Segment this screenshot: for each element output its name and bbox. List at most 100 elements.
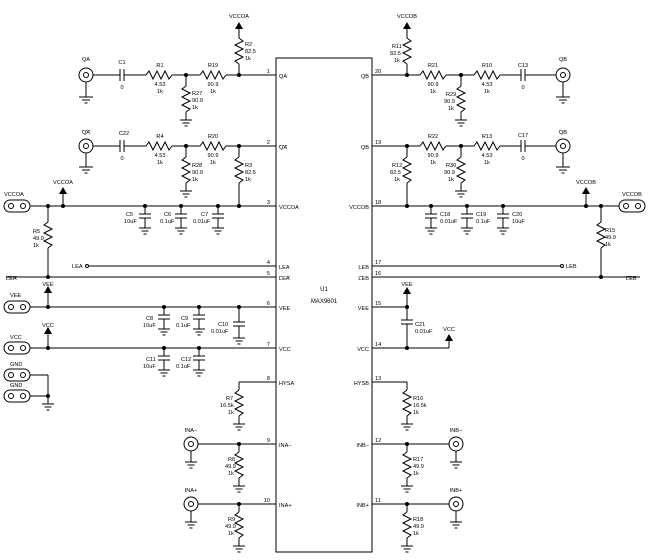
r21-tol: 1k <box>430 89 436 95</box>
r13-tol: 1k <box>484 160 490 166</box>
ina-plus-connector-label: INA+ <box>185 488 198 494</box>
gnd1-connector-label: GND <box>10 362 22 368</box>
inb-minus-network: INB− R17 49.9 1k <box>372 428 464 493</box>
r16-tol: 1k <box>413 410 419 416</box>
vcc-connector-label: VCC <box>10 335 22 341</box>
c6-ref: C6 <box>164 212 171 218</box>
vee-rail-label-right: VEE <box>401 282 412 288</box>
r5-value: 49.9 <box>33 236 44 242</box>
c13-value: 0 <box>521 85 524 91</box>
qb-output-network: R11 82.5 1k VCCOB R21 90.9 1k R10 4.53 1… <box>372 14 571 127</box>
pin-number: 2 <box>267 140 270 146</box>
chip-ref: U1 <box>320 287 328 293</box>
c5-ref: C5 <box>126 212 133 218</box>
pin-number: 18 <box>375 200 381 206</box>
r30-value: 90.9 <box>444 170 455 176</box>
r9-ref: R9 <box>228 517 235 523</box>
pin-number: 6 <box>267 301 270 307</box>
c17-value: 0 <box>521 156 524 162</box>
vccob-supply-network: VCCOB VCCOB C18 0.01uF C19 0.1uF C20 10u… <box>372 180 646 279</box>
pin-name: INB+ <box>356 503 369 509</box>
r8-value: 49.9 <box>225 464 236 470</box>
inb-plus-connector-label: INB+ <box>450 488 463 494</box>
r21-value: 90.9 <box>428 82 439 88</box>
r2-ref: R2 <box>245 42 252 48</box>
pin-number: 17 <box>375 260 381 266</box>
r8-tol: 1k <box>228 471 234 477</box>
leb-bar-net-label: LEB <box>626 276 637 282</box>
r29-tol: 1k <box>448 106 454 112</box>
ina-minus-connector-label: INA− <box>185 428 198 434</box>
vccoa-connector-label: VCCOA <box>4 192 24 198</box>
c1-ref: C1 <box>118 60 125 66</box>
pin-name: HYSB <box>354 381 370 387</box>
lea-nets: LEA LEA <box>6 264 276 282</box>
r3-value: 82.5 <box>245 170 256 176</box>
vcc-rail-label-right: VCC <box>443 327 455 333</box>
pin-number: 11 <box>375 498 381 504</box>
pin-name: QB <box>361 74 369 80</box>
c18-value: 0.01uF <box>440 219 458 225</box>
vee-rail-label-left: VEE <box>42 282 53 288</box>
ina-minus-network: INA− R8 49.9 1k <box>183 428 276 493</box>
r20-value: 90.9 <box>208 153 219 159</box>
pin-name: LEB <box>358 276 369 282</box>
r27-tol: 1k <box>192 105 198 111</box>
c13-ref: C13 <box>518 63 528 69</box>
c10-ref: C10 <box>218 322 228 328</box>
gnd2-connector-label: GND <box>10 383 22 389</box>
r30-tol: 1k <box>448 177 454 183</box>
r22-ref: R22 <box>428 134 438 140</box>
pin-name: VEE <box>358 306 369 312</box>
pin-number: 10 <box>264 498 270 504</box>
c17-ref: C17 <box>518 133 528 139</box>
pin-name: VCC <box>279 347 291 353</box>
pin-name: INB− <box>356 443 369 449</box>
c11-ref: C11 <box>146 357 156 363</box>
pin-number: 3 <box>267 200 270 206</box>
r19-ref: R19 <box>208 63 218 69</box>
chip-u1: U1 MAX9601 <box>275 57 373 553</box>
r1-ref: R1 <box>156 63 163 69</box>
pin-number: 13 <box>375 376 381 382</box>
vccob-connector-label: VCCOB <box>622 192 642 198</box>
r18-tol: 1k <box>413 531 419 537</box>
r28-value: 90.9 <box>192 170 203 176</box>
r10-value: 4.53 <box>482 82 493 88</box>
r30-ref: R30 <box>446 163 456 169</box>
r2-value: 82.5 <box>245 49 256 55</box>
c7-value: 0.01uF <box>193 219 211 225</box>
pin-number: 4 <box>267 260 270 266</box>
r19-tol: 1k <box>210 89 216 95</box>
r22-tol: 1k <box>430 160 436 166</box>
vee-left-network: VEE VEE C8 10uF C9 0.1uF C10 0.01uF <box>3 282 276 345</box>
pin-name: QA <box>279 74 287 80</box>
c22-ref: C22 <box>119 131 129 137</box>
r15-ref: R15 <box>605 228 615 234</box>
pin-number: 12 <box>375 438 381 444</box>
pin-name: LEA <box>279 276 290 282</box>
hysa-network: R7 16.5k 1k <box>220 381 276 431</box>
r1-tol: 1k <box>157 89 163 95</box>
c19-ref: C19 <box>476 212 486 218</box>
qa-connector-label: QA <box>82 57 90 63</box>
pin-name: VCCOA <box>279 205 299 211</box>
r3-ref: R3 <box>245 163 252 169</box>
r7-value: 16.5k <box>220 403 234 409</box>
r18-ref: R18 <box>413 517 423 523</box>
vcc-rail-label-left: VCC <box>42 323 54 329</box>
r4-value: 4.53 <box>155 153 166 159</box>
r28-tol: 1k <box>192 177 198 183</box>
vee-connector-label: VEE <box>10 293 21 299</box>
r27-value: 90.9 <box>192 98 203 104</box>
r11-ref: R11 <box>392 44 402 50</box>
gnd-connectors: GND GND <box>3 362 54 411</box>
hysb-network: R16 16.5k 1k <box>372 381 427 431</box>
c6-value: 0.1uF <box>160 219 175 225</box>
r16-ref: R16 <box>413 396 423 402</box>
c12-ref: C12 <box>181 357 191 363</box>
pin-number: 16 <box>375 271 381 277</box>
pin-number: 8 <box>267 376 270 382</box>
lea-bar-net-label: LEA <box>6 276 17 282</box>
